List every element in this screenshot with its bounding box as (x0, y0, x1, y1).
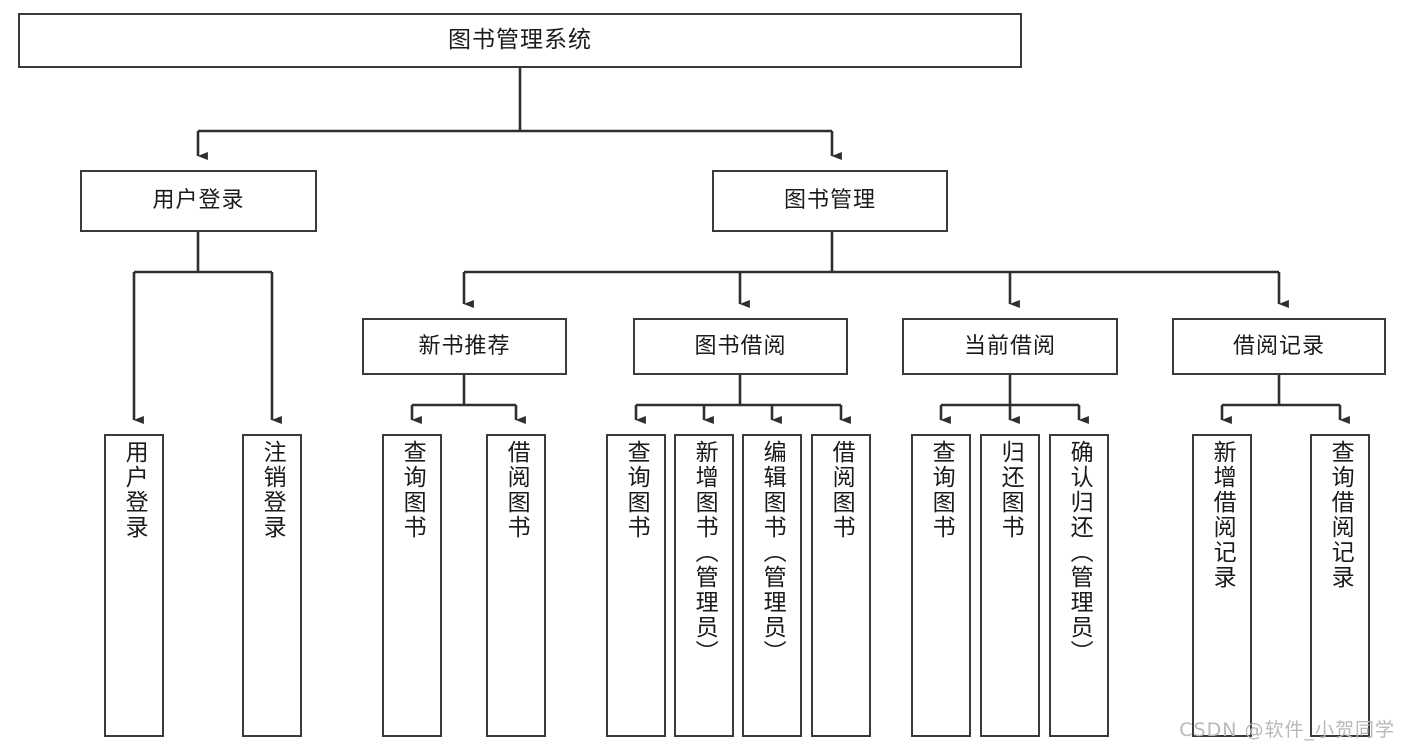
leaf-confirm-return[interactable]: 确认归还（管理员） (1049, 434, 1109, 737)
leaf-user-login[interactable]: 用户登录 (104, 434, 164, 737)
leaf-edit-book-label: 编辑图书（管理员） (759, 440, 786, 665)
leaf-add-record[interactable]: 新增借阅记录 (1192, 434, 1252, 737)
leaf-user-logout-label: 注销登录 (259, 440, 286, 540)
node-book-manage-label: 图书管理 (783, 188, 876, 214)
leaf-edit-book[interactable]: 编辑图书（管理员） (742, 434, 802, 737)
leaf-query-book-2[interactable]: 查询图书 (606, 434, 666, 737)
leaf-query-book-1[interactable]: 查询图书 (382, 434, 442, 737)
node-new-book-recommend-label: 新书推荐 (418, 333, 511, 359)
node-root-label: 图书管理系统 (448, 26, 592, 53)
node-current-borrow[interactable]: 当前借阅 (902, 318, 1118, 375)
leaf-query-book-1-label: 查询图书 (399, 440, 426, 540)
leaf-add-book[interactable]: 新增图书（管理员） (674, 434, 734, 737)
leaf-borrow-book-2-label: 借阅图书 (828, 440, 855, 540)
node-book-manage[interactable]: 图书管理 (712, 170, 948, 232)
node-book-borrow-label: 图书借阅 (694, 333, 787, 359)
leaf-return-book[interactable]: 归还图书 (980, 434, 1040, 737)
leaf-return-book-label: 归还图书 (997, 440, 1024, 540)
leaf-query-book-2-label: 查询图书 (623, 440, 650, 540)
leaf-borrow-book-1[interactable]: 借阅图书 (486, 434, 546, 737)
leaf-query-book-3[interactable]: 查询图书 (911, 434, 971, 737)
node-user-login-label: 用户登录 (152, 188, 245, 214)
leaf-add-book-label: 新增图书（管理员） (691, 440, 718, 665)
leaf-query-record-label: 查询借阅记录 (1327, 440, 1354, 590)
leaf-user-login-label: 用户登录 (121, 440, 148, 540)
node-borrow-record[interactable]: 借阅记录 (1172, 318, 1386, 375)
node-borrow-record-label: 借阅记录 (1232, 333, 1325, 359)
leaf-borrow-book-2[interactable]: 借阅图书 (811, 434, 871, 737)
node-user-login[interactable]: 用户登录 (80, 170, 317, 232)
leaf-add-record-label: 新增借阅记录 (1209, 440, 1236, 590)
watermark: CSDN @软件_小贺同学 (1179, 719, 1395, 741)
node-book-borrow[interactable]: 图书借阅 (633, 318, 848, 375)
node-new-book-recommend[interactable]: 新书推荐 (362, 318, 567, 375)
leaf-borrow-book-1-label: 借阅图书 (503, 440, 530, 540)
leaf-user-logout[interactable]: 注销登录 (242, 434, 302, 737)
leaf-confirm-return-label: 确认归还（管理员） (1066, 440, 1093, 665)
node-current-borrow-label: 当前借阅 (963, 333, 1056, 359)
node-root[interactable]: 图书管理系统 (18, 13, 1022, 68)
leaf-query-book-3-label: 查询图书 (928, 440, 955, 540)
leaf-query-record[interactable]: 查询借阅记录 (1310, 434, 1370, 737)
